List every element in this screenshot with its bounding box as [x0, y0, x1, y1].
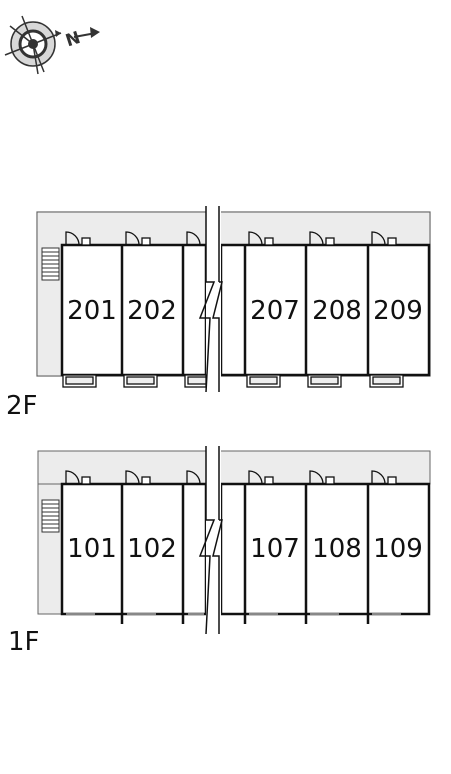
- balcony-icon: [62, 374, 404, 388]
- floor-2f-plan: 201 202 207 208 209 2F: [6, 206, 431, 421]
- room-label: 202: [127, 296, 177, 326]
- floor-1f-plan: 101 102 107 108 109 1F: [8, 446, 431, 657]
- room-label: 102: [127, 534, 177, 564]
- floor-label: 2F: [6, 391, 38, 421]
- room-label: 101: [67, 534, 117, 564]
- corridor: [38, 213, 429, 245]
- compass-label: N: [63, 28, 83, 51]
- compass-rose-icon: [4, 15, 62, 75]
- room-label: 208: [312, 296, 362, 326]
- door-icon: [65, 470, 397, 485]
- room-label: 109: [373, 534, 423, 564]
- compass-north-marker: N: [63, 27, 100, 51]
- room-label: 207: [250, 296, 300, 326]
- room-label: 108: [312, 534, 362, 564]
- room-label: 107: [250, 534, 300, 564]
- room-label: 209: [373, 296, 423, 326]
- door-icon: [65, 231, 397, 246]
- floor-label: 1F: [8, 627, 40, 657]
- room-label: 201: [67, 296, 117, 326]
- stairs-icon: [41, 247, 60, 281]
- stairs-icon: [41, 499, 60, 533]
